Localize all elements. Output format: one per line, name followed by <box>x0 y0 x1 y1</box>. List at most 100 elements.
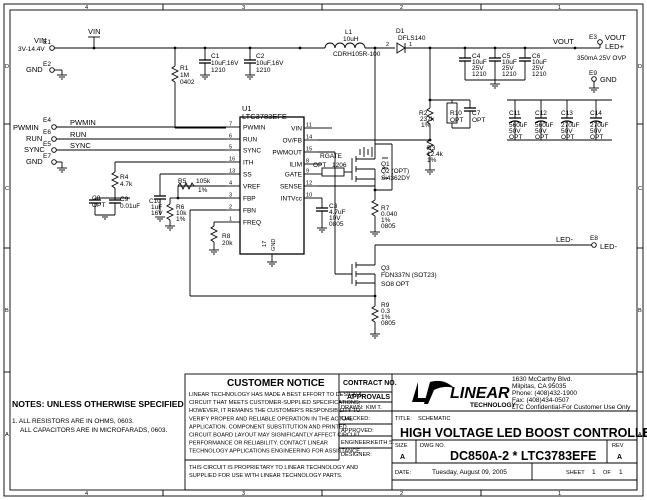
date-label: DATE: <box>395 470 412 476</box>
c3-volt: 10V <box>329 215 341 222</box>
ground-icon <box>425 169 435 175</box>
r7-resistor <box>370 199 380 217</box>
border-row-label: B <box>5 308 9 314</box>
ground-icon <box>267 261 277 267</box>
e2-label: E2 <box>43 61 51 68</box>
c6-pkg: 1210 <box>532 71 547 78</box>
vout-net-label: VOUT <box>553 37 574 46</box>
engineer-name: KEITH S. <box>371 440 395 446</box>
dwg-number: DC850A-2 * LTC3783EFE <box>450 449 596 463</box>
c10-ref: C10 <box>149 198 161 205</box>
ovp-note: 350mA 25V OVP <box>577 55 626 62</box>
u1-pin-number: 7 <box>229 122 232 128</box>
e9-terminal <box>591 76 597 82</box>
vin-label: VIN <box>34 36 47 45</box>
c12-volt: 50V <box>535 128 547 135</box>
confidential-note: LTC Confidential-For Customer Use Only <box>512 404 631 411</box>
q3-pkg: SO8 OPT <box>381 281 409 288</box>
r6-ref: R6 <box>176 204 185 211</box>
r7-ref: R7 <box>381 205 390 212</box>
compensation-network: R4 4.7k C8 OPT C9 0.01uF C10 1uF 16V R5 … <box>89 161 358 297</box>
vin-rail-label: VIN <box>88 27 101 36</box>
border-row-label: B <box>638 308 642 314</box>
c10-value: 1uF <box>151 204 162 211</box>
u1-pin-number: 10 <box>306 193 312 199</box>
u1-part: LTC3783EFE <box>242 112 287 121</box>
customer-notice-line: LINEAR TECHNOLOGY HAS MADE A BEST EFFORT… <box>189 392 362 398</box>
u1-pin-name: RUN <box>243 137 257 144</box>
designer-label: DESIGNER: <box>341 452 372 458</box>
approved-label: APPROVED: <box>341 428 374 434</box>
q2-ref: Q2 (OPT) <box>381 168 409 175</box>
r10-ref: R10 <box>450 110 462 117</box>
r1-resistor <box>170 65 180 83</box>
u1-pin-number: 6 <box>229 134 232 140</box>
title-value: SCHEMATIC <box>418 416 451 422</box>
u1-pin-name: SYNC <box>243 148 261 155</box>
of-value: 1 <box>619 469 623 476</box>
c6-value: 10uF <box>532 59 547 66</box>
r6-resistor <box>165 203 175 221</box>
rev-label: REV <box>612 443 624 449</box>
c13-opt: OPT <box>561 134 574 141</box>
r8-value: 20k <box>222 240 233 247</box>
sync-input-label: SYNC <box>24 145 45 154</box>
border-row-label: C <box>638 186 642 192</box>
c11-ref: C11 <box>509 110 521 117</box>
ground-icon <box>57 167 67 173</box>
q1-part: Si4362DY <box>381 175 411 182</box>
notes-title: NOTES: UNLESS OTHERWISE SPECIFIED <box>12 399 184 409</box>
customer-notice-body: LINEAR TECHNOLOGY HAS MADE A BEST EFFORT… <box>189 392 362 455</box>
company-address-2: Milpitas, CA 95035 <box>512 383 567 390</box>
vin-range: 3V-14.4V <box>18 46 45 53</box>
l1-part: CDRH105R-100 <box>333 51 381 58</box>
c4-value: 10uF <box>472 59 487 66</box>
led-return: LED- E8 LED- Q3 FDN337N (SOT23) SO8 OPT … <box>334 235 618 339</box>
svg-text:1: 1 <box>409 42 412 48</box>
u1-pin-name: FBP <box>243 196 256 203</box>
border-row-label: D <box>5 64 9 70</box>
u1-pin-name: ILIM <box>289 162 302 169</box>
customer-notice-line: HOWEVER, IT REMAINS THE CUSTOMER'S RESPO… <box>189 408 361 414</box>
c13-volt: 50V <box>561 128 573 135</box>
c3-value: 4.7uF <box>329 209 346 216</box>
e6-label: E6 <box>43 129 51 136</box>
c8-ref: C8 <box>92 195 101 202</box>
d1-diode <box>396 42 406 54</box>
logo-text: LINEAR <box>450 385 510 402</box>
c14-ref: C14 <box>590 110 602 117</box>
e4-terminal <box>51 124 57 130</box>
l1-ref: L1 <box>345 29 353 36</box>
border-row-label: A <box>5 432 9 438</box>
e4-label: E4 <box>43 117 51 124</box>
u1-pin-number: 14 <box>306 135 312 141</box>
ground-icon <box>57 74 67 80</box>
u1-pin-number: 1 <box>229 217 232 223</box>
rgate-pkg: 1206 <box>332 162 347 169</box>
c3-ref: C3 <box>329 203 338 210</box>
run-net-label: RUN <box>70 130 86 139</box>
ground-icon <box>100 214 110 220</box>
e5-label: E5 <box>43 141 51 148</box>
date-value: Tuesday, August 09, 2005 <box>432 469 507 476</box>
ground-icon <box>165 225 175 231</box>
r3-tol: 1% <box>427 157 437 164</box>
rgate-value: OPT <box>313 162 326 169</box>
customer-notice-line: CIRCUIT THAT MEETS CUSTOMER-SUPPLIED SPE… <box>189 400 361 406</box>
u1-right-pins: 11VIN14OV/FB15PWMOUT8ILIM9GATE12SENSE10I… <box>272 123 318 203</box>
c4-volt: 25V <box>472 65 484 72</box>
notes-line-1: 1. ALL RESISTORS ARE IN OHMS, 0603. <box>12 418 134 425</box>
e1-terminal <box>49 45 55 51</box>
ground-icon <box>200 74 210 80</box>
led-minus-net-label: LED- <box>556 235 574 244</box>
customer-notice-line: APPLICATION. COMPONENT SUBSTITUTION AND … <box>189 424 347 430</box>
c9-ref: C9 <box>120 196 129 203</box>
r7-pkg: 0805 <box>381 223 396 230</box>
d1-part: DFLS140 <box>398 35 426 42</box>
c12-opt: OPT <box>535 134 548 141</box>
e3-label: E3 <box>589 34 597 41</box>
r9-ref: R9 <box>381 302 390 309</box>
u1-gnd-name: GND <box>271 239 277 251</box>
u1-pin-name: SENSE <box>280 184 303 191</box>
pwmin-net-label: PWMIN <box>70 118 96 127</box>
